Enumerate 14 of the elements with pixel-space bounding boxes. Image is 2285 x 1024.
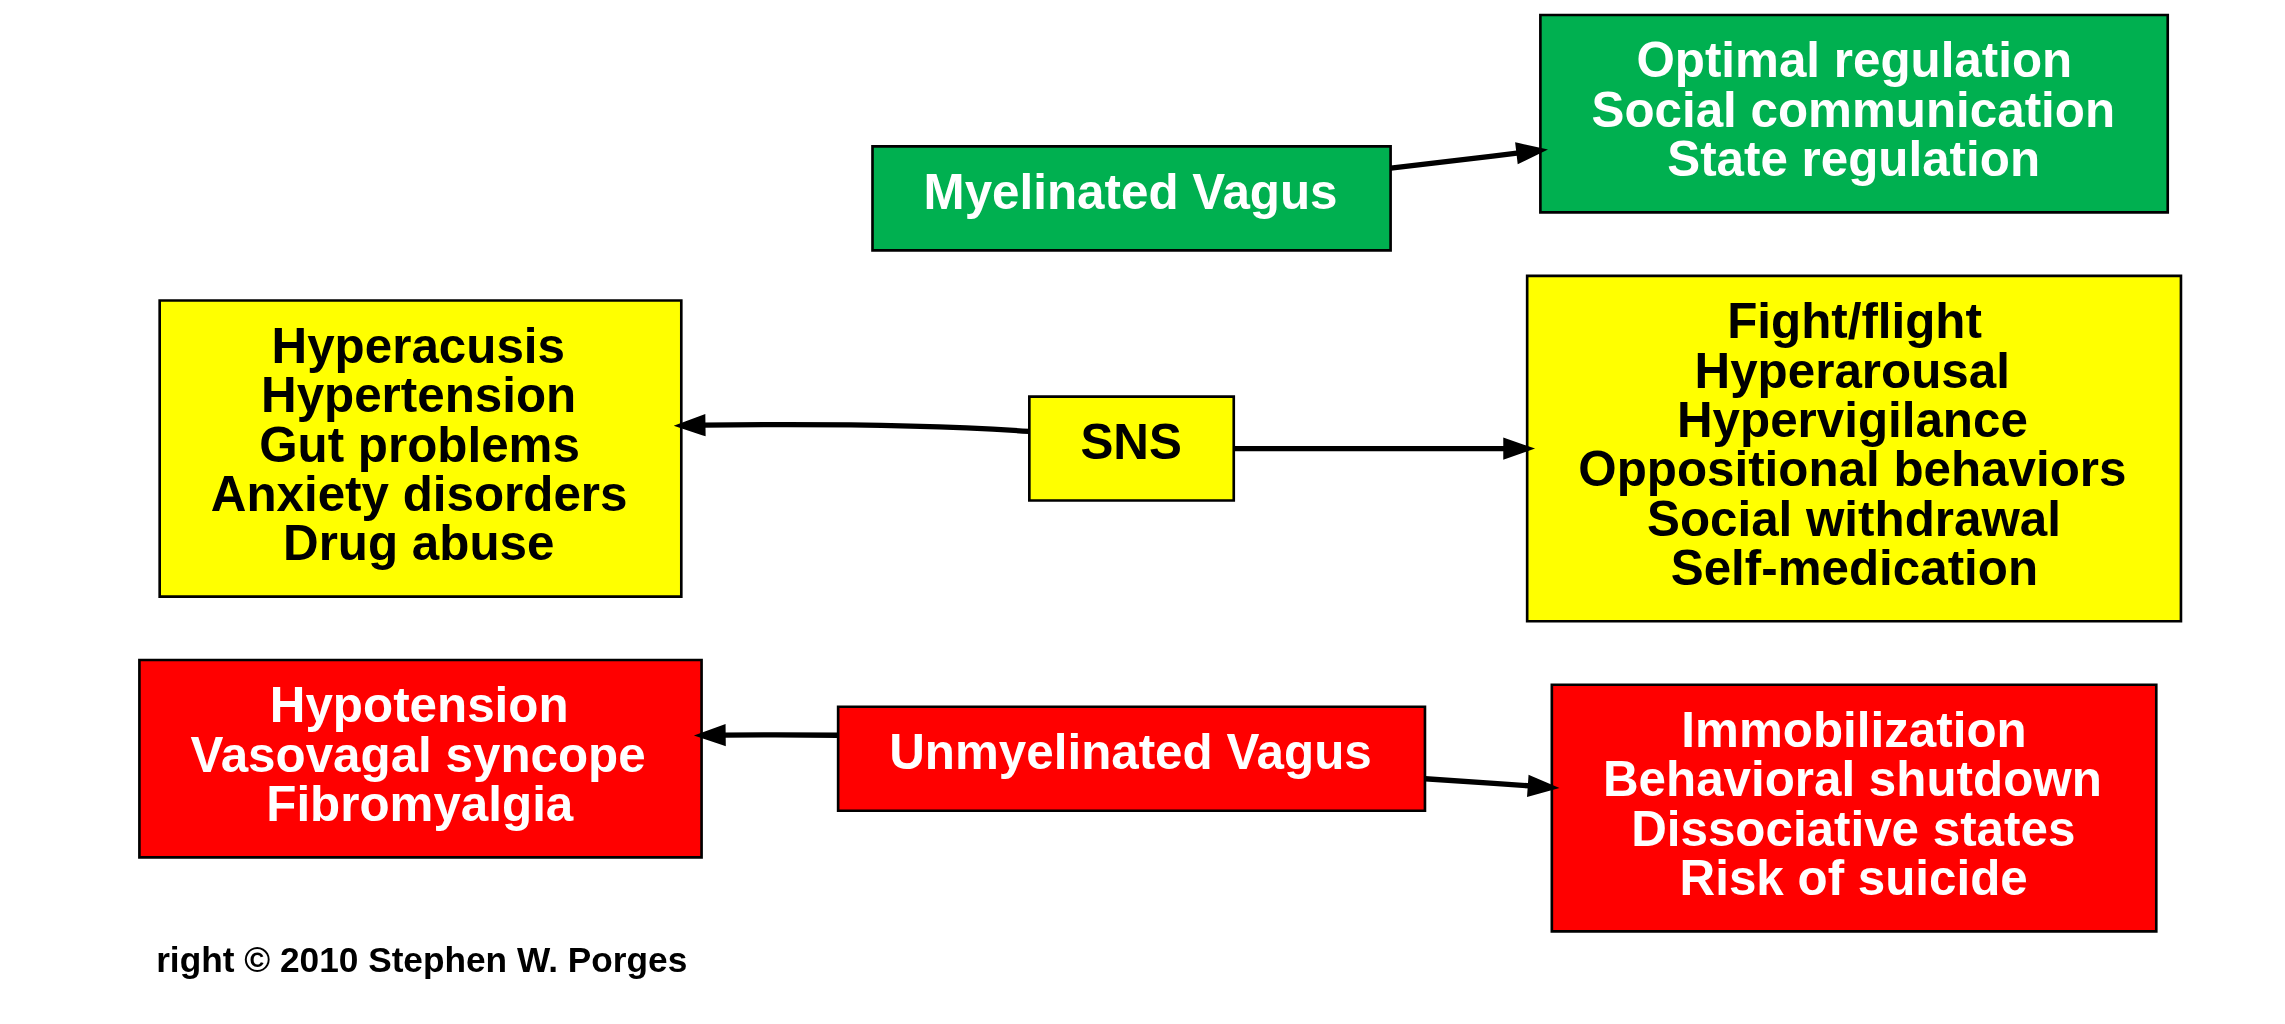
arrow [1390, 142, 1548, 171]
arrow [1424, 774, 1559, 797]
node-box: SNS [1027, 395, 1235, 502]
node-box: Unmyelinated Vagus [836, 705, 1426, 813]
arrow [693, 724, 838, 747]
arrow [1233, 437, 1535, 460]
node-box: Fight/flight Hyperarousal Hypervigilance Oppositional behaviors Social withdrawal Self-medication [1525, 274, 2182, 623]
arrow [673, 414, 1029, 437]
node-box: Hyperacusis Hypertension Gut problems Anxiety disorders Drug abuse [157, 299, 683, 598]
label: right © 2010 Stephen W. Porges [155, 939, 687, 979]
node-box: Myelinated Vagus [870, 145, 1392, 252]
node-box: Hypotension Vasovagal syncope Fibromyalgia [137, 658, 703, 859]
node-box: Immobilization Behavioral shutdown Dissociative states Risk of suicide [1550, 683, 2158, 933]
node-box: Optimal regulation Social communication State regulation [1538, 13, 2169, 214]
